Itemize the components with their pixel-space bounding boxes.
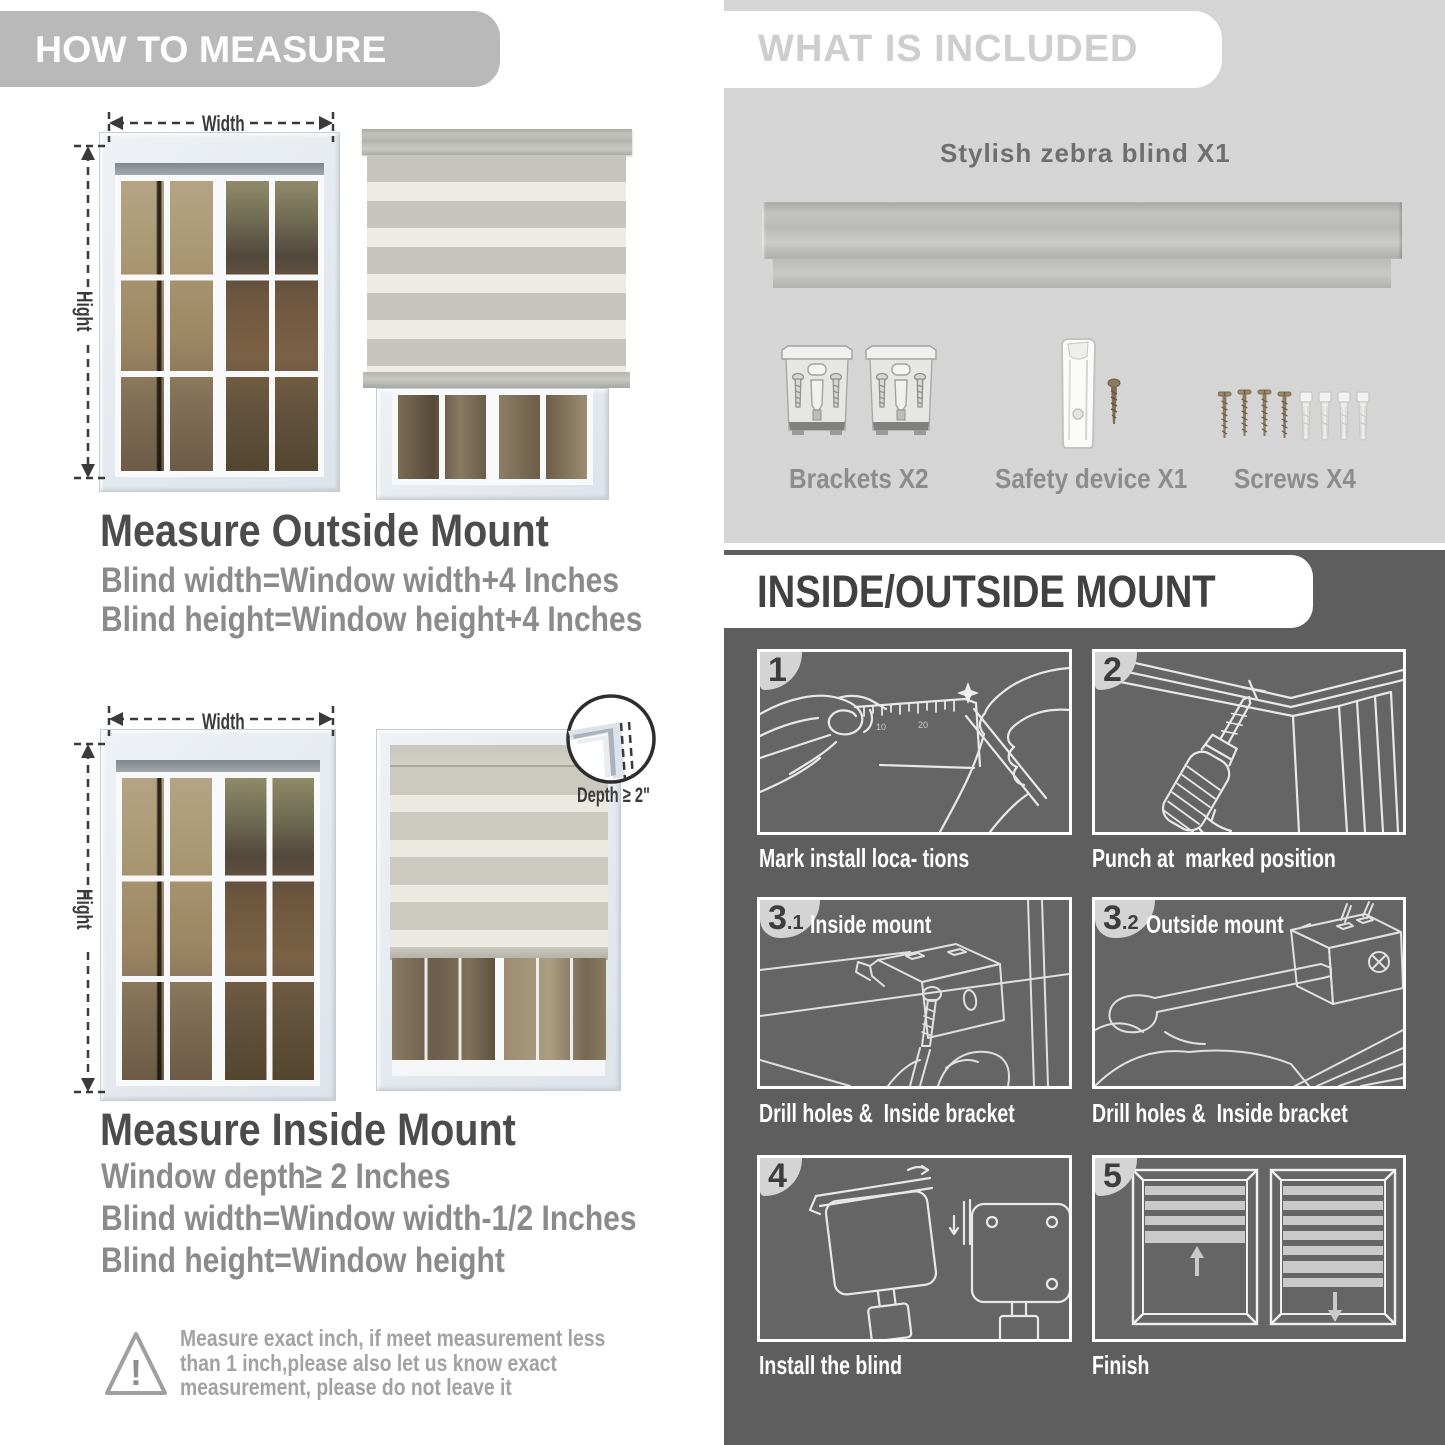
svg-text:10: 10	[876, 722, 886, 732]
svg-text:!: !	[130, 1352, 142, 1393]
svg-text:20: 20	[918, 720, 928, 730]
